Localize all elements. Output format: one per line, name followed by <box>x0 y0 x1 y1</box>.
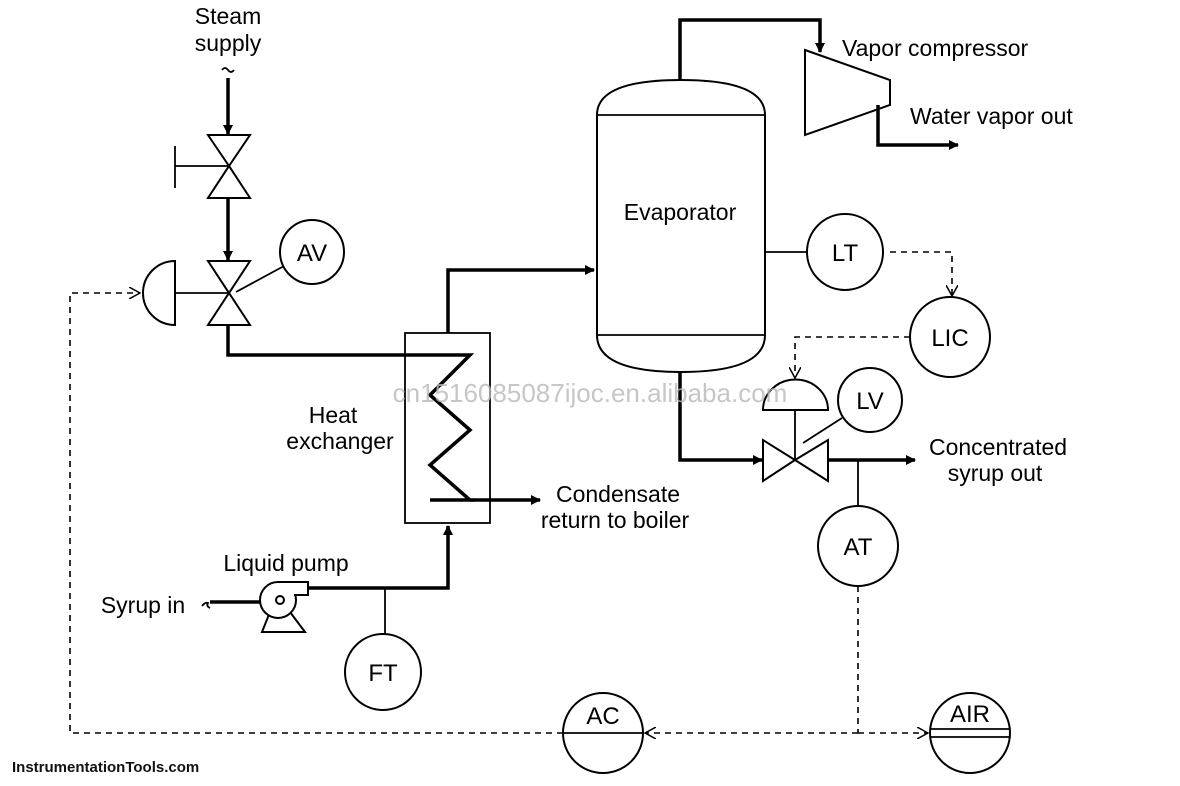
vapor-compressor-icon <box>804 48 891 137</box>
steam-supply-line <box>221 67 470 357</box>
ft-tag: FT <box>368 660 398 687</box>
instrument-ac[interactable]: AC <box>562 692 644 774</box>
instrument-av[interactable]: AV <box>279 219 345 285</box>
av-tag: AV <box>297 240 327 267</box>
lic-tag: LIC <box>931 325 968 352</box>
diaphragm-actuator-icon <box>761 378 830 411</box>
vapor-compressor-label: Vapor compressor <box>842 35 1029 61</box>
condensate-label: Condensate <box>556 481 680 507</box>
evaporator-vessel <box>596 78 766 374</box>
heat-exchanger-label-2: exchanger <box>286 428 394 454</box>
concentrated-syrup-label-2: syrup out <box>948 460 1043 486</box>
heat-exchanger <box>404 265 595 524</box>
evaporator-label: Evaporator <box>624 199 737 225</box>
ac-tag: AC <box>586 703 619 730</box>
footer-credit: InstrumentationTools.com <box>12 759 199 776</box>
instrument-air[interactable]: AIR <box>929 692 1011 774</box>
watermark: cn1516085087ijoc.en.alibaba.com <box>393 378 788 408</box>
concentrated-syrup-label: Concentrated <box>929 434 1067 460</box>
instrument-at[interactable]: AT <box>817 505 899 587</box>
manual-valve-icon[interactable] <box>174 134 252 199</box>
liquid-pump-label: Liquid pump <box>223 550 348 576</box>
diaphragm-actuator-icon <box>142 259 176 327</box>
level-control-valve-icon[interactable] <box>761 378 843 483</box>
instrument-lv[interactable]: LV <box>837 367 903 433</box>
break-squiggle-icon <box>201 601 211 609</box>
heat-exchanger-label: Heat <box>309 402 358 428</box>
steam-control-valve-icon[interactable] <box>142 259 285 327</box>
break-squiggle-icon <box>221 67 235 73</box>
steam-supply-label: Steam <box>195 3 261 29</box>
lv-tag: LV <box>856 388 884 415</box>
syrup-in-label: Syrup in <box>101 592 185 618</box>
liquid-pump-icon <box>259 581 309 633</box>
lt-tag: LT <box>832 240 859 267</box>
air-tag: AIR <box>950 701 990 728</box>
at-tag: AT <box>844 534 873 561</box>
water-vapor-out-label: Water vapor out <box>910 103 1073 129</box>
instrument-ft[interactable]: FT <box>344 633 422 711</box>
instrument-lic[interactable]: LIC <box>909 296 991 378</box>
condensate-label-2: return to boiler <box>541 507 690 533</box>
instrument-lt[interactable]: LT <box>806 213 884 291</box>
steam-supply-label-2: supply <box>195 30 262 56</box>
